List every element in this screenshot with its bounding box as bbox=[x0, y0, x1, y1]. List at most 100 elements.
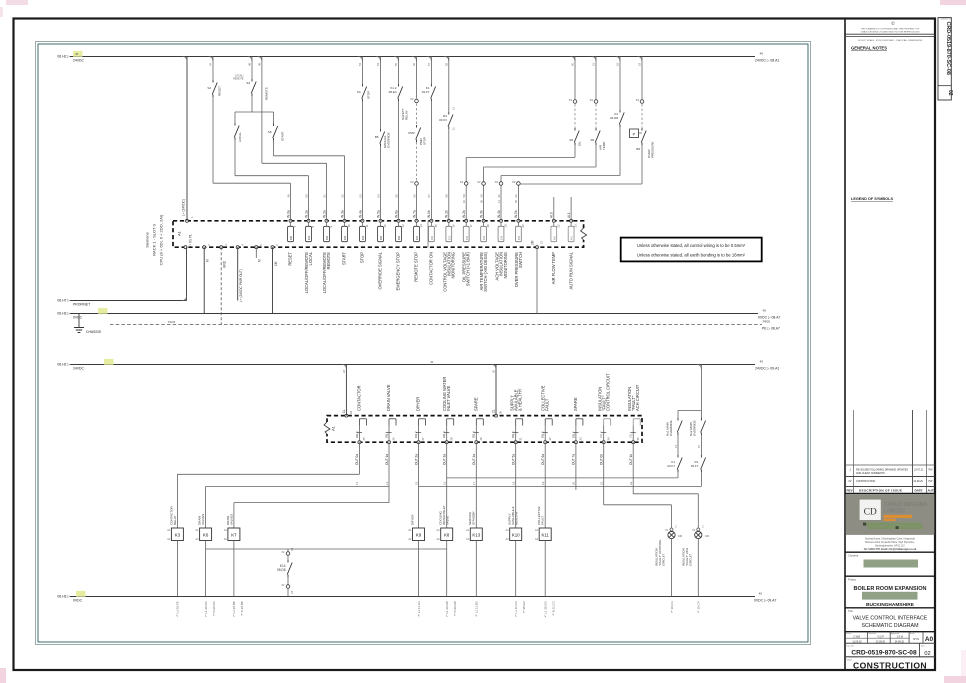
svg-text:X2: X2 bbox=[512, 180, 516, 184]
svg-text:SPARE: SPARE bbox=[573, 397, 578, 411]
svg-text:OVERRIDE SIGNAL: OVERRIDE SIGNAL bbox=[378, 251, 383, 289]
svg-text:PE06: PE06 bbox=[168, 320, 176, 324]
svg-text:DI1: DI1 bbox=[307, 235, 311, 240]
svg-text:K2: K2 bbox=[614, 112, 618, 116]
svg-text:K13: K13 bbox=[472, 533, 480, 538]
svg-text:START: START bbox=[342, 252, 347, 266]
svg-text:12: 12 bbox=[451, 107, 455, 110]
svg-text:S5: S5 bbox=[268, 130, 272, 134]
svg-text:SUPPLY: SUPPLY bbox=[508, 513, 512, 525]
svg-text:OVERRIDE: OVERRIDE bbox=[693, 420, 697, 436]
svg-text:RESET: RESET bbox=[218, 86, 222, 96]
svg-text:OUT 5a: OUT 5a bbox=[512, 454, 516, 465]
svg-text:1M: 1M bbox=[274, 261, 278, 266]
svg-text:16: 16 bbox=[451, 224, 455, 228]
svg-text:DI5: DI5 bbox=[379, 235, 383, 240]
svg-text:SERVICE: SERVICE bbox=[468, 512, 472, 525]
svg-text:1: 1 bbox=[190, 216, 194, 218]
svg-text:"FAULT" ACH: "FAULT" ACH bbox=[685, 548, 689, 566]
svg-text:23.07.21: 23.07.21 bbox=[914, 468, 924, 471]
svg-text:59: 59 bbox=[462, 194, 466, 198]
svg-text:↶ N 20.B8: ↶ N 20.B8 bbox=[240, 601, 244, 616]
svg-text:CONTACTOR: CONTACTOR bbox=[170, 505, 174, 525]
svg-text:58: 58 bbox=[444, 62, 448, 66]
svg-text:NTS: NTS bbox=[913, 637, 919, 641]
svg-text:02: 02 bbox=[947, 90, 953, 96]
svg-text:C.W.B: C.W.B bbox=[853, 636, 860, 639]
svg-text:X2: X2 bbox=[410, 97, 414, 101]
svg-text:PW: PW bbox=[929, 468, 934, 471]
svg-text:DRAWING No.: DRAWING No. bbox=[941, 18, 952, 21]
svg-text:ACH VOLTAGE: ACH VOLTAGE bbox=[495, 252, 500, 281]
svg-text:CONTACTOR: CONTACTOR bbox=[357, 385, 362, 411]
svg-text:S3: S3 bbox=[246, 81, 250, 85]
svg-text:55: 55 bbox=[394, 62, 398, 66]
svg-text:Sterling House, 5 Buckingham C: Sterling House, 5 Buckingham Court, King… bbox=[865, 537, 916, 540]
svg-text:56: 56 bbox=[412, 194, 416, 198]
svg-text:GENERAL NOTES: GENERAL NOTES bbox=[851, 46, 887, 51]
svg-text:OUT 3a: OUT 3a bbox=[443, 454, 447, 465]
svg-text:K7: K7 bbox=[231, 533, 237, 538]
svg-text:Checked: Checked bbox=[848, 554, 859, 558]
svg-text:K8: K8 bbox=[444, 533, 450, 538]
svg-text:DQ.1: DQ.1 bbox=[629, 431, 633, 438]
svg-text:60: 60 bbox=[479, 194, 483, 198]
svg-text:CR: CR bbox=[705, 534, 709, 538]
svg-text:96: 96 bbox=[479, 199, 483, 203]
svg-text:A2: A2 bbox=[466, 537, 470, 541]
svg-text:06.H3 ▷: 06.H3 ▷ bbox=[57, 312, 70, 316]
svg-text:CPU (8 + 6DI, 6 + 2DO, 2AI): CPU (8 + 6DI, 6 + 2DO, 2AI) bbox=[159, 214, 164, 265]
svg-text:Rev: Rev bbox=[921, 646, 925, 648]
svg-text:CONSTRUCTION: CONSTRUCTION bbox=[856, 480, 876, 483]
svg-text:DATE: DATE bbox=[915, 489, 923, 493]
svg-text:A1: A1 bbox=[177, 230, 182, 236]
svg-text:STOP: STOP bbox=[360, 252, 365, 263]
svg-text:X2: X2 bbox=[495, 180, 499, 184]
svg-text:Project: Project bbox=[848, 578, 856, 582]
svg-text:A0: A0 bbox=[925, 636, 934, 643]
svg-text:16: 16 bbox=[443, 481, 447, 485]
svg-text:12: 12 bbox=[383, 224, 387, 228]
svg-text:CHALK DESIGNS LTD AND MUST NOT: CHALK DESIGNS LTD AND MUST NOT BE REPROD… bbox=[860, 30, 919, 33]
svg-text:31: 31 bbox=[518, 437, 522, 441]
svg-text:RELAY: RELAY bbox=[405, 110, 409, 120]
svg-text:A1: A1 bbox=[408, 528, 412, 532]
svg-text:OIL PRESSURE: OIL PRESSURE bbox=[462, 252, 467, 282]
svg-text:4: 4 bbox=[240, 244, 244, 246]
svg-text:EMERGENCY STOP: EMERGENCY STOP bbox=[396, 252, 401, 291]
svg-text:DQ.0: DQ.0 bbox=[599, 431, 603, 438]
svg-text:AVAILABLE &: AVAILABLE & bbox=[511, 506, 515, 525]
svg-text:28: 28 bbox=[449, 437, 453, 441]
svg-text:L+ (24VDC PWR OUT): L+ (24VDC PWR OUT) bbox=[239, 269, 243, 302]
svg-text:OUT 7a: OUT 7a bbox=[572, 454, 576, 465]
svg-text:22: 22 bbox=[556, 224, 560, 228]
svg-text:19: 19 bbox=[504, 224, 508, 228]
svg-text:DRYER: DRYER bbox=[416, 397, 421, 411]
svg-text:34: 34 bbox=[606, 437, 610, 441]
svg-text:OIL: OIL bbox=[578, 141, 582, 146]
svg-text:HEALTHY: HEALTHY bbox=[515, 511, 519, 525]
svg-text:A2: A2 bbox=[195, 537, 199, 541]
svg-text:1L: 1L bbox=[342, 409, 346, 413]
svg-text:↶ N 20.D8: ↶ N 20.D8 bbox=[453, 601, 457, 616]
svg-text:33: 33 bbox=[579, 437, 583, 441]
svg-text:Approved: Approved bbox=[891, 632, 899, 635]
svg-text:©: © bbox=[891, 20, 895, 26]
svg-text:45: 45 bbox=[75, 52, 79, 56]
svg-text:04.D8: 04.D8 bbox=[610, 116, 618, 120]
svg-text:↶ N 20.D3: ↶ N 20.D3 bbox=[212, 601, 216, 616]
svg-text:14: 14 bbox=[419, 224, 423, 228]
svg-text:0VDC: 0VDC bbox=[73, 316, 83, 320]
svg-text:32: 32 bbox=[548, 437, 552, 441]
svg-text:S8: S8 bbox=[590, 138, 594, 142]
svg-text:0VDC ▷ 08.A7: 0VDC ▷ 08.A7 bbox=[758, 316, 781, 320]
svg-text:DRYER: DRYER bbox=[410, 514, 414, 525]
svg-text:RE-ISSUED FOLLOWING DRAWING UP: RE-ISSUED FOLLOWING DRAWING UPDATES bbox=[856, 468, 908, 471]
svg-text:Unless otherwise stated, all c: Unless otherwise stated, all control wir… bbox=[637, 243, 746, 248]
svg-text:CHASSIS: CHASSIS bbox=[86, 330, 102, 334]
svg-text:VALVES: VALVES bbox=[201, 514, 205, 525]
svg-text:START: START bbox=[281, 131, 285, 141]
svg-text:57: 57 bbox=[427, 62, 431, 66]
svg-text:IN.7a: IN.7a bbox=[412, 210, 416, 218]
svg-text:INSULATION: INSULATION bbox=[447, 252, 452, 276]
